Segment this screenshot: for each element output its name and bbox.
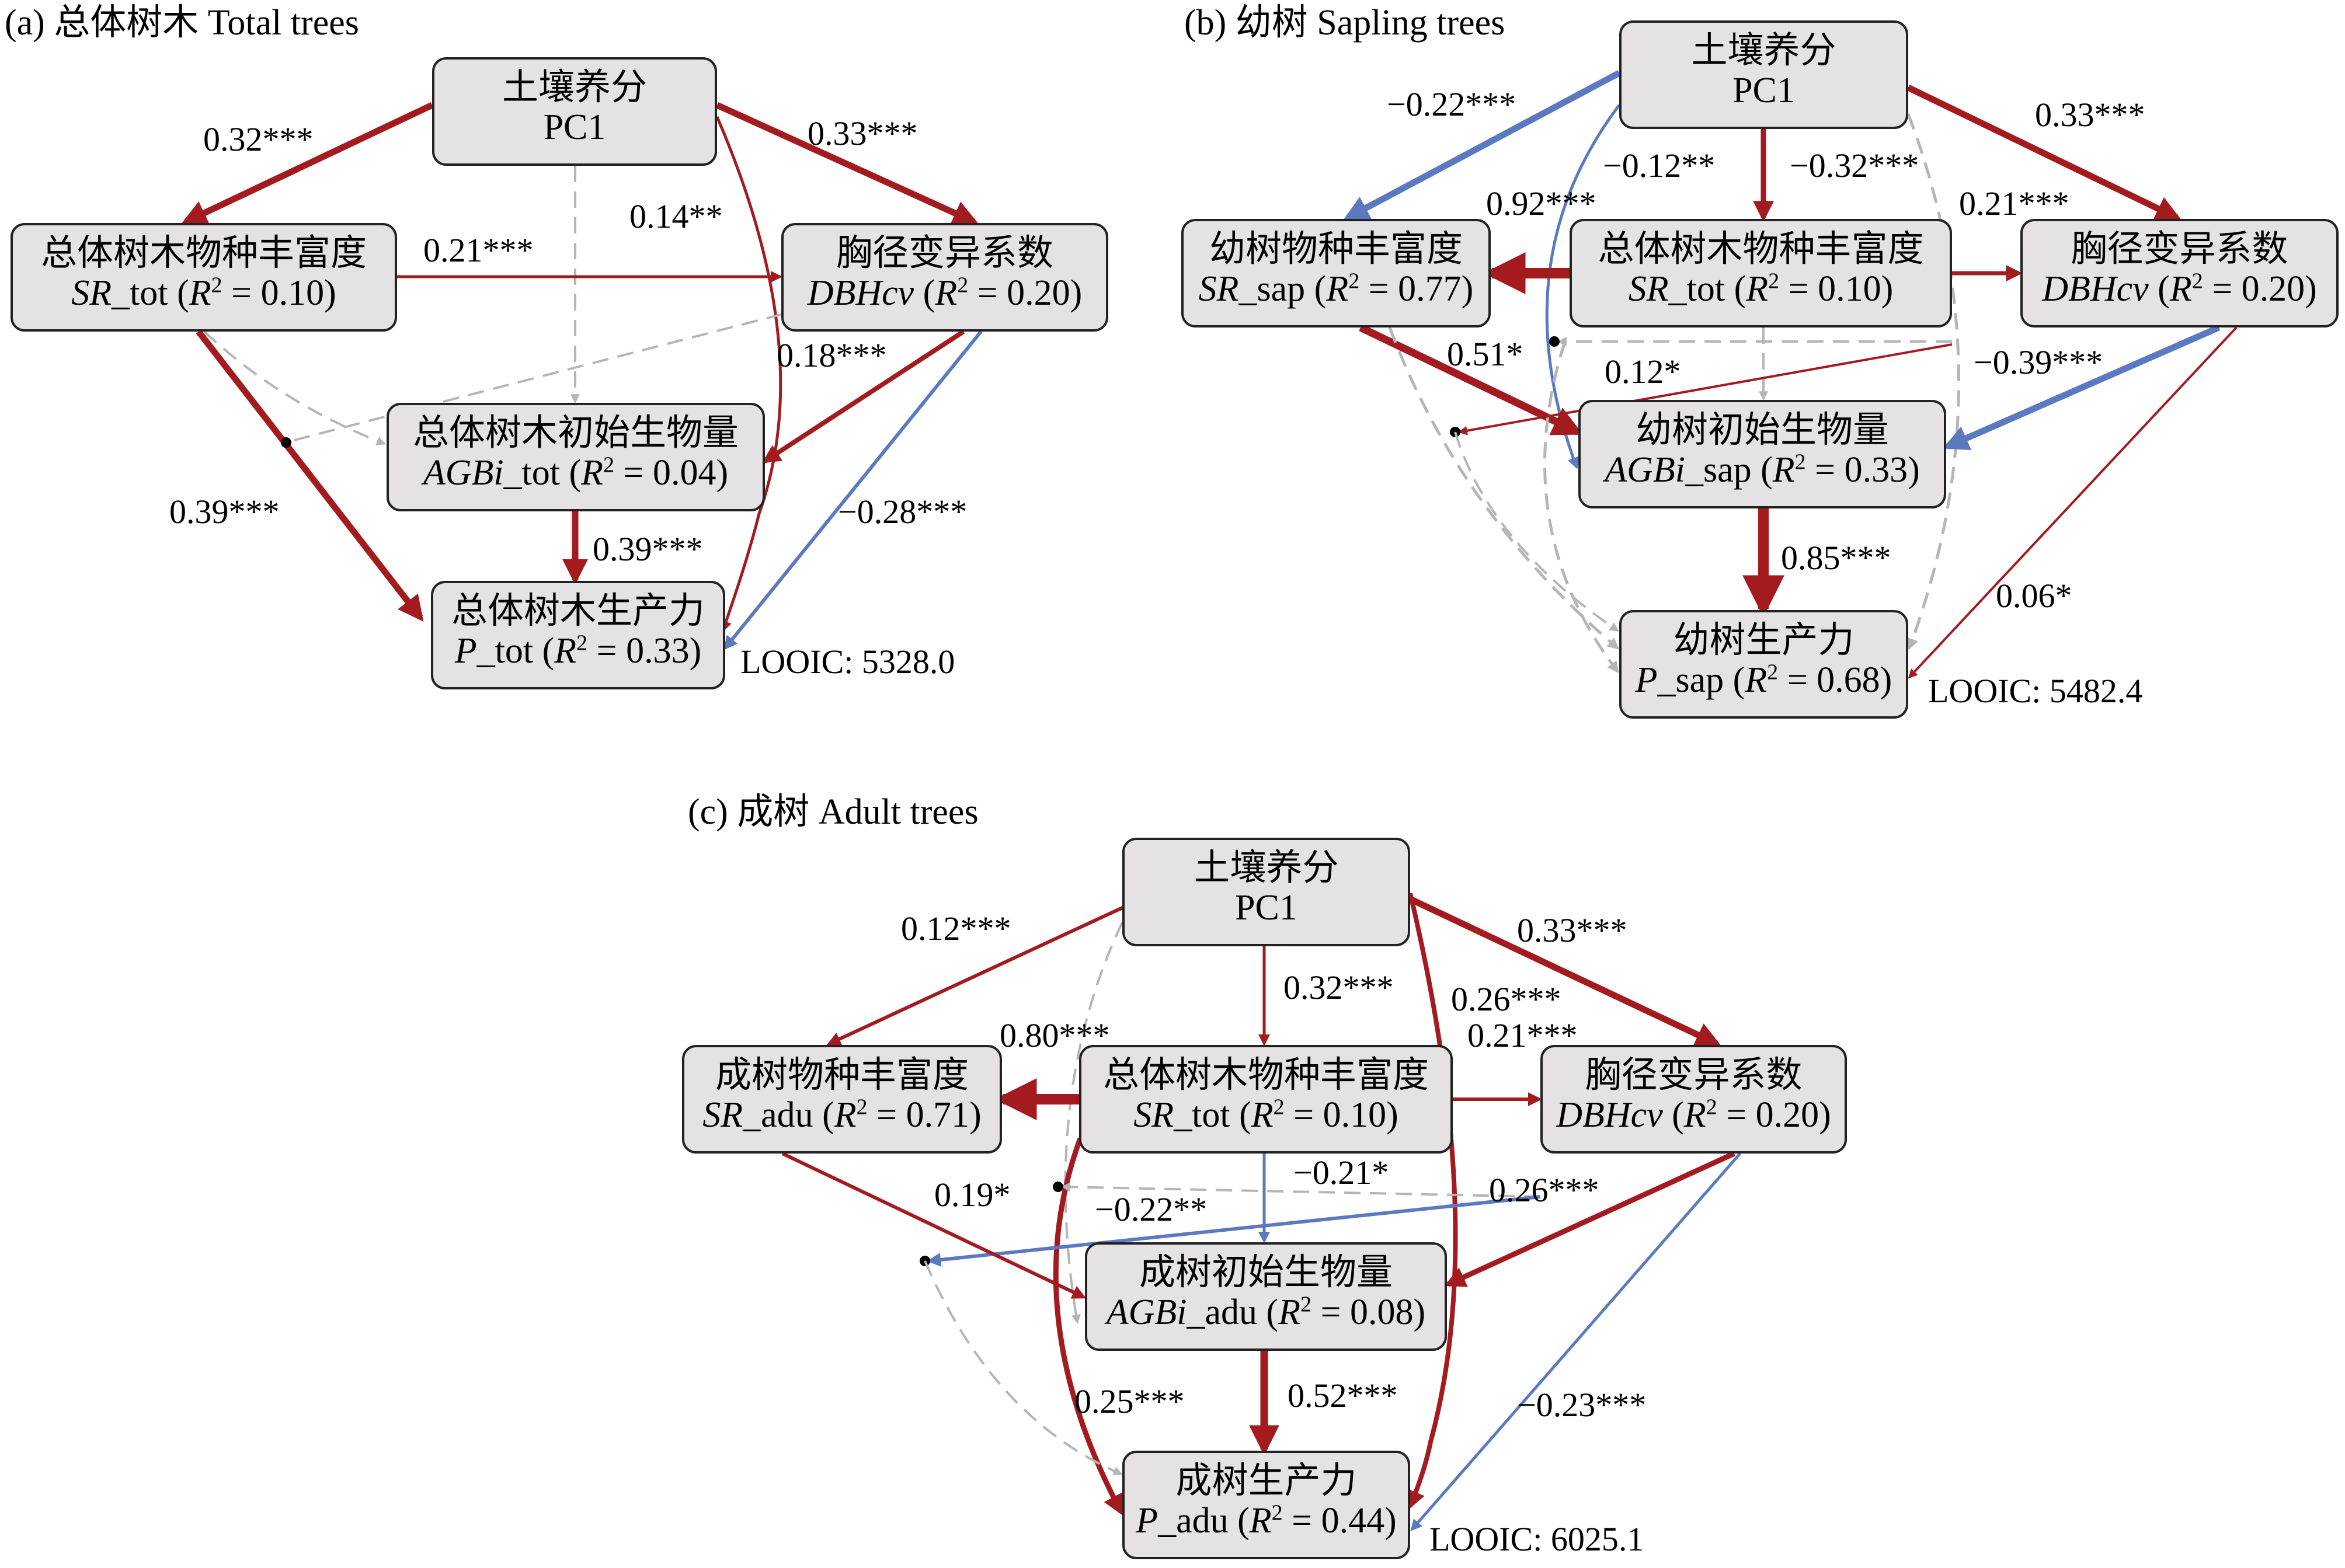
interaction-node <box>281 437 291 448</box>
interaction-node <box>1549 336 1560 347</box>
arrow-sr-to-p <box>196 329 424 622</box>
arrow-dbh-to-srtot-ns <box>1060 1182 1541 1198</box>
arrow-int-to-p-ns <box>924 1260 1123 1476</box>
arrow-sradu-to-agb <box>781 1152 1087 1299</box>
arrow-srsap-to-agb <box>1359 324 1584 435</box>
arrow-pc1-to-dbh <box>1408 896 1721 1047</box>
arrow-int-to-p-ns <box>1454 431 1619 632</box>
arrow-pc1-to-p-ns <box>1906 113 1960 650</box>
arrow-dbh-to-int <box>927 1195 1541 1267</box>
arrow-pc1-to-agb-ns <box>1064 922 1123 1325</box>
arrow-dbh-to-agb <box>1444 1151 1735 1287</box>
arrow-srtot-to-p-ns <box>1543 341 1619 674</box>
arrow-pc1-to-p <box>715 116 782 633</box>
arrow-pc1-to-sradu <box>826 906 1123 1046</box>
arrow-pc1-to-dbh <box>1906 85 2182 221</box>
arrow-pc1-to-agb <box>1545 104 1620 469</box>
arrow-pc1-to-p <box>1407 893 1458 1510</box>
interaction-node <box>1053 1182 1063 1192</box>
arrow-dbh-to-p <box>723 330 983 650</box>
arrow-dbh-to-agb <box>1942 324 2221 451</box>
arrow-sr-to-agb-ns <box>203 330 386 445</box>
arrow-dbh-to-p <box>1908 326 2238 679</box>
arrow-dbh-to-p <box>1410 1152 1741 1532</box>
arrow-pc1-to-sr <box>181 102 434 225</box>
arrow-pc1-to-srsap <box>1343 70 1621 221</box>
arrow-srsap-to-p-ns <box>1388 327 1620 650</box>
arrow-dbh-to-int <box>1457 343 1953 435</box>
arrow-pc1-to-dbh <box>715 102 979 225</box>
arrow-srtot-to-p <box>1053 1137 1123 1516</box>
arrow-dbh-to-agb-ns <box>291 313 783 442</box>
arrow-dbh-to-agb <box>761 329 965 464</box>
